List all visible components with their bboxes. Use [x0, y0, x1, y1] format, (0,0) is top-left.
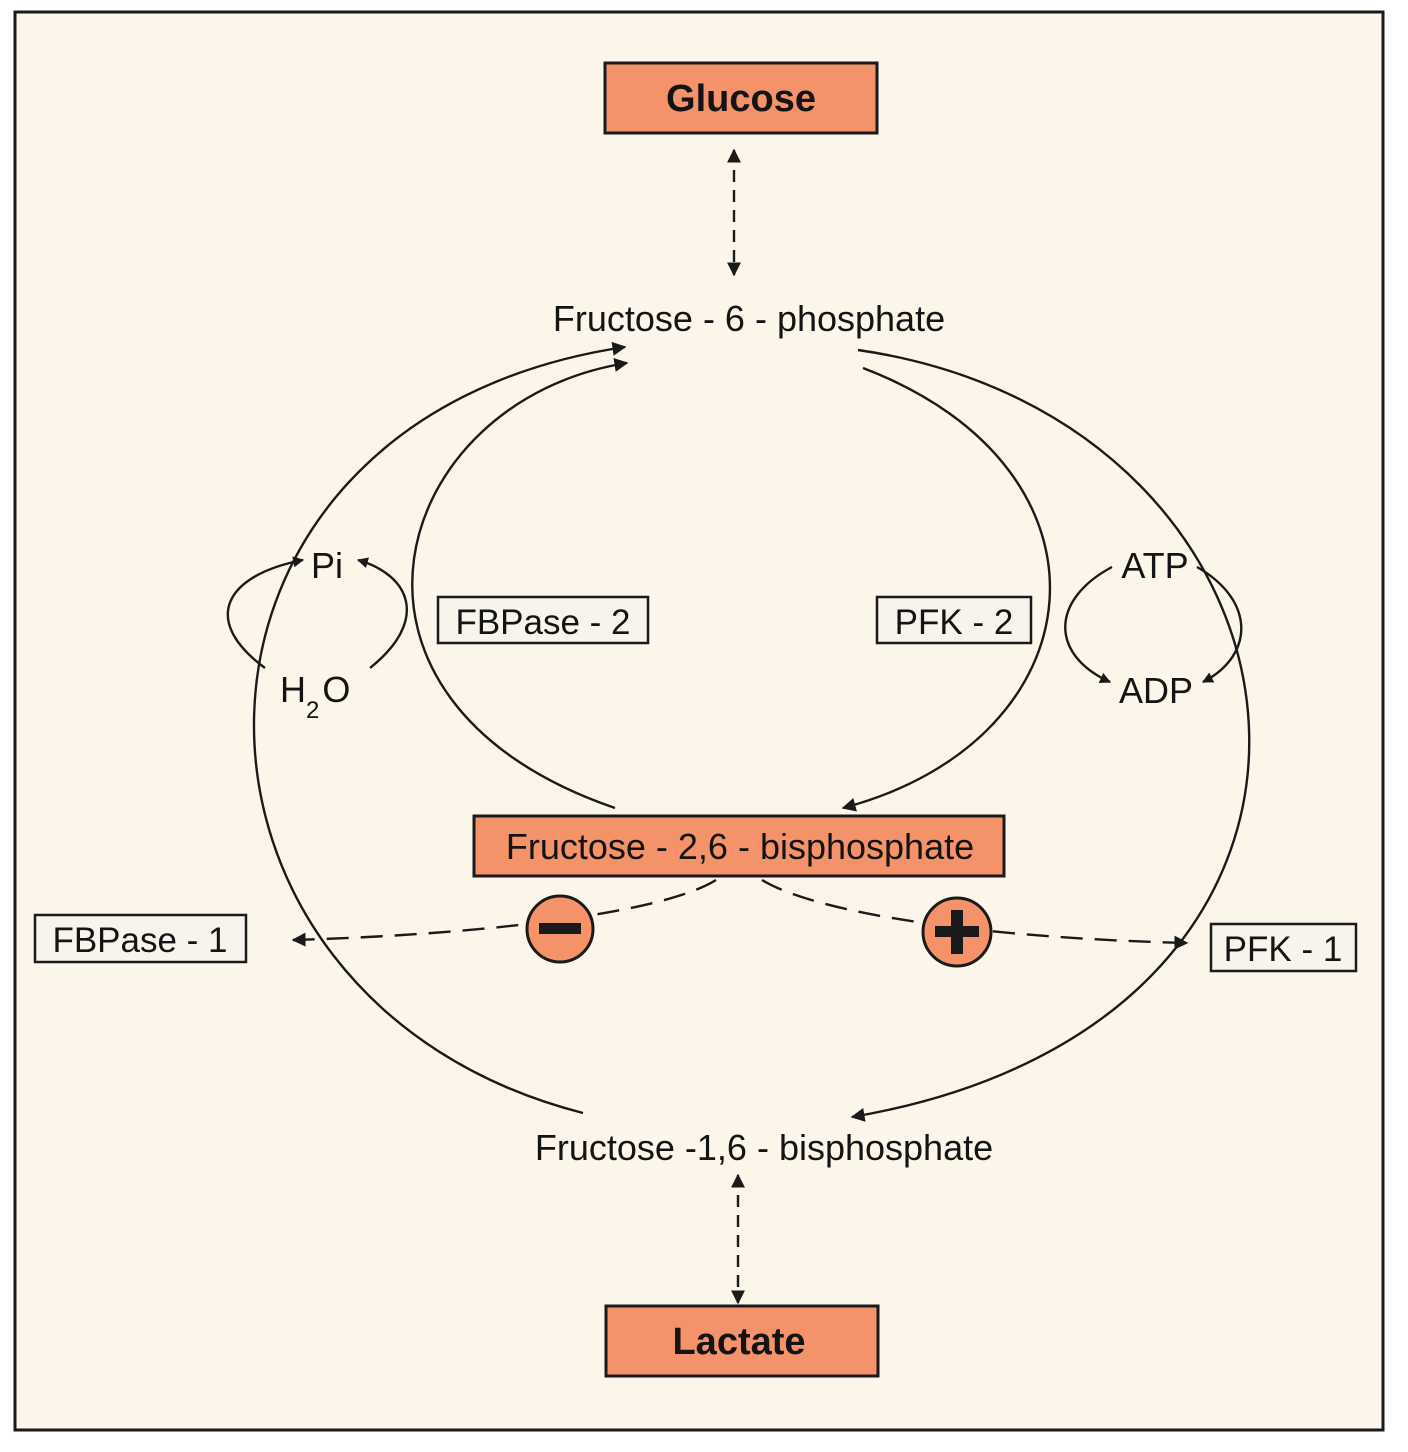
inhibition-sign — [525, 894, 595, 964]
atp-to-adp-loop-left — [1064, 565, 1113, 684]
glucose-label: Glucose — [666, 78, 816, 120]
f16bp-label: Fructose -1,6 - bisphosphate — [535, 1127, 993, 1168]
water-to-pi-loop-right — [356, 557, 409, 669]
fbpase1-label: FBPase - 1 — [52, 921, 227, 960]
atp-label: ATP — [1121, 545, 1188, 586]
fbpase2-enzyme: FBPase - 2 — [436, 595, 650, 645]
pfk1-enzyme: PFK - 1 — [1209, 922, 1358, 973]
atp-to-adp-loop-right — [1196, 565, 1243, 684]
fbpase2-reaction-curve — [411, 358, 629, 810]
water-subscript: 2 — [306, 697, 319, 724]
adp-label: ADP — [1119, 670, 1193, 711]
lactate-node: Lactate — [604, 1304, 880, 1378]
glucose-node: Glucose — [603, 61, 879, 135]
pfk1-reaction-curve — [850, 348, 1251, 1122]
f26bp-label: Fructose - 2,6 - bisphosphate — [506, 826, 974, 867]
water-h: H — [280, 669, 306, 710]
pi-label: Pi — [311, 545, 343, 586]
lactate-label: Lactate — [672, 1321, 805, 1363]
water-o: O — [322, 669, 350, 710]
pfk2-label: PFK - 2 — [895, 603, 1014, 642]
pfk1-label: PFK - 1 — [1224, 930, 1343, 969]
water-to-pi-loop-left — [226, 556, 305, 669]
pfk2-reaction-curve — [841, 366, 1052, 812]
f26bp-node: Fructose - 2,6 - bisphosphate — [472, 814, 1006, 878]
fbpase1-reaction-curve — [252, 341, 627, 1115]
activation-arrow — [761, 878, 1189, 950]
water-label: H2O — [280, 669, 350, 724]
fbpase1-enzyme: FBPase - 1 — [33, 913, 248, 964]
pfk2-enzyme: PFK - 2 — [875, 595, 1033, 645]
panel-frame — [13, 10, 1385, 1432]
f6p-label: Fructose - 6 - phosphate — [553, 298, 945, 339]
fbpase2-label: FBPase - 2 — [455, 603, 630, 642]
activation-sign — [921, 896, 993, 968]
